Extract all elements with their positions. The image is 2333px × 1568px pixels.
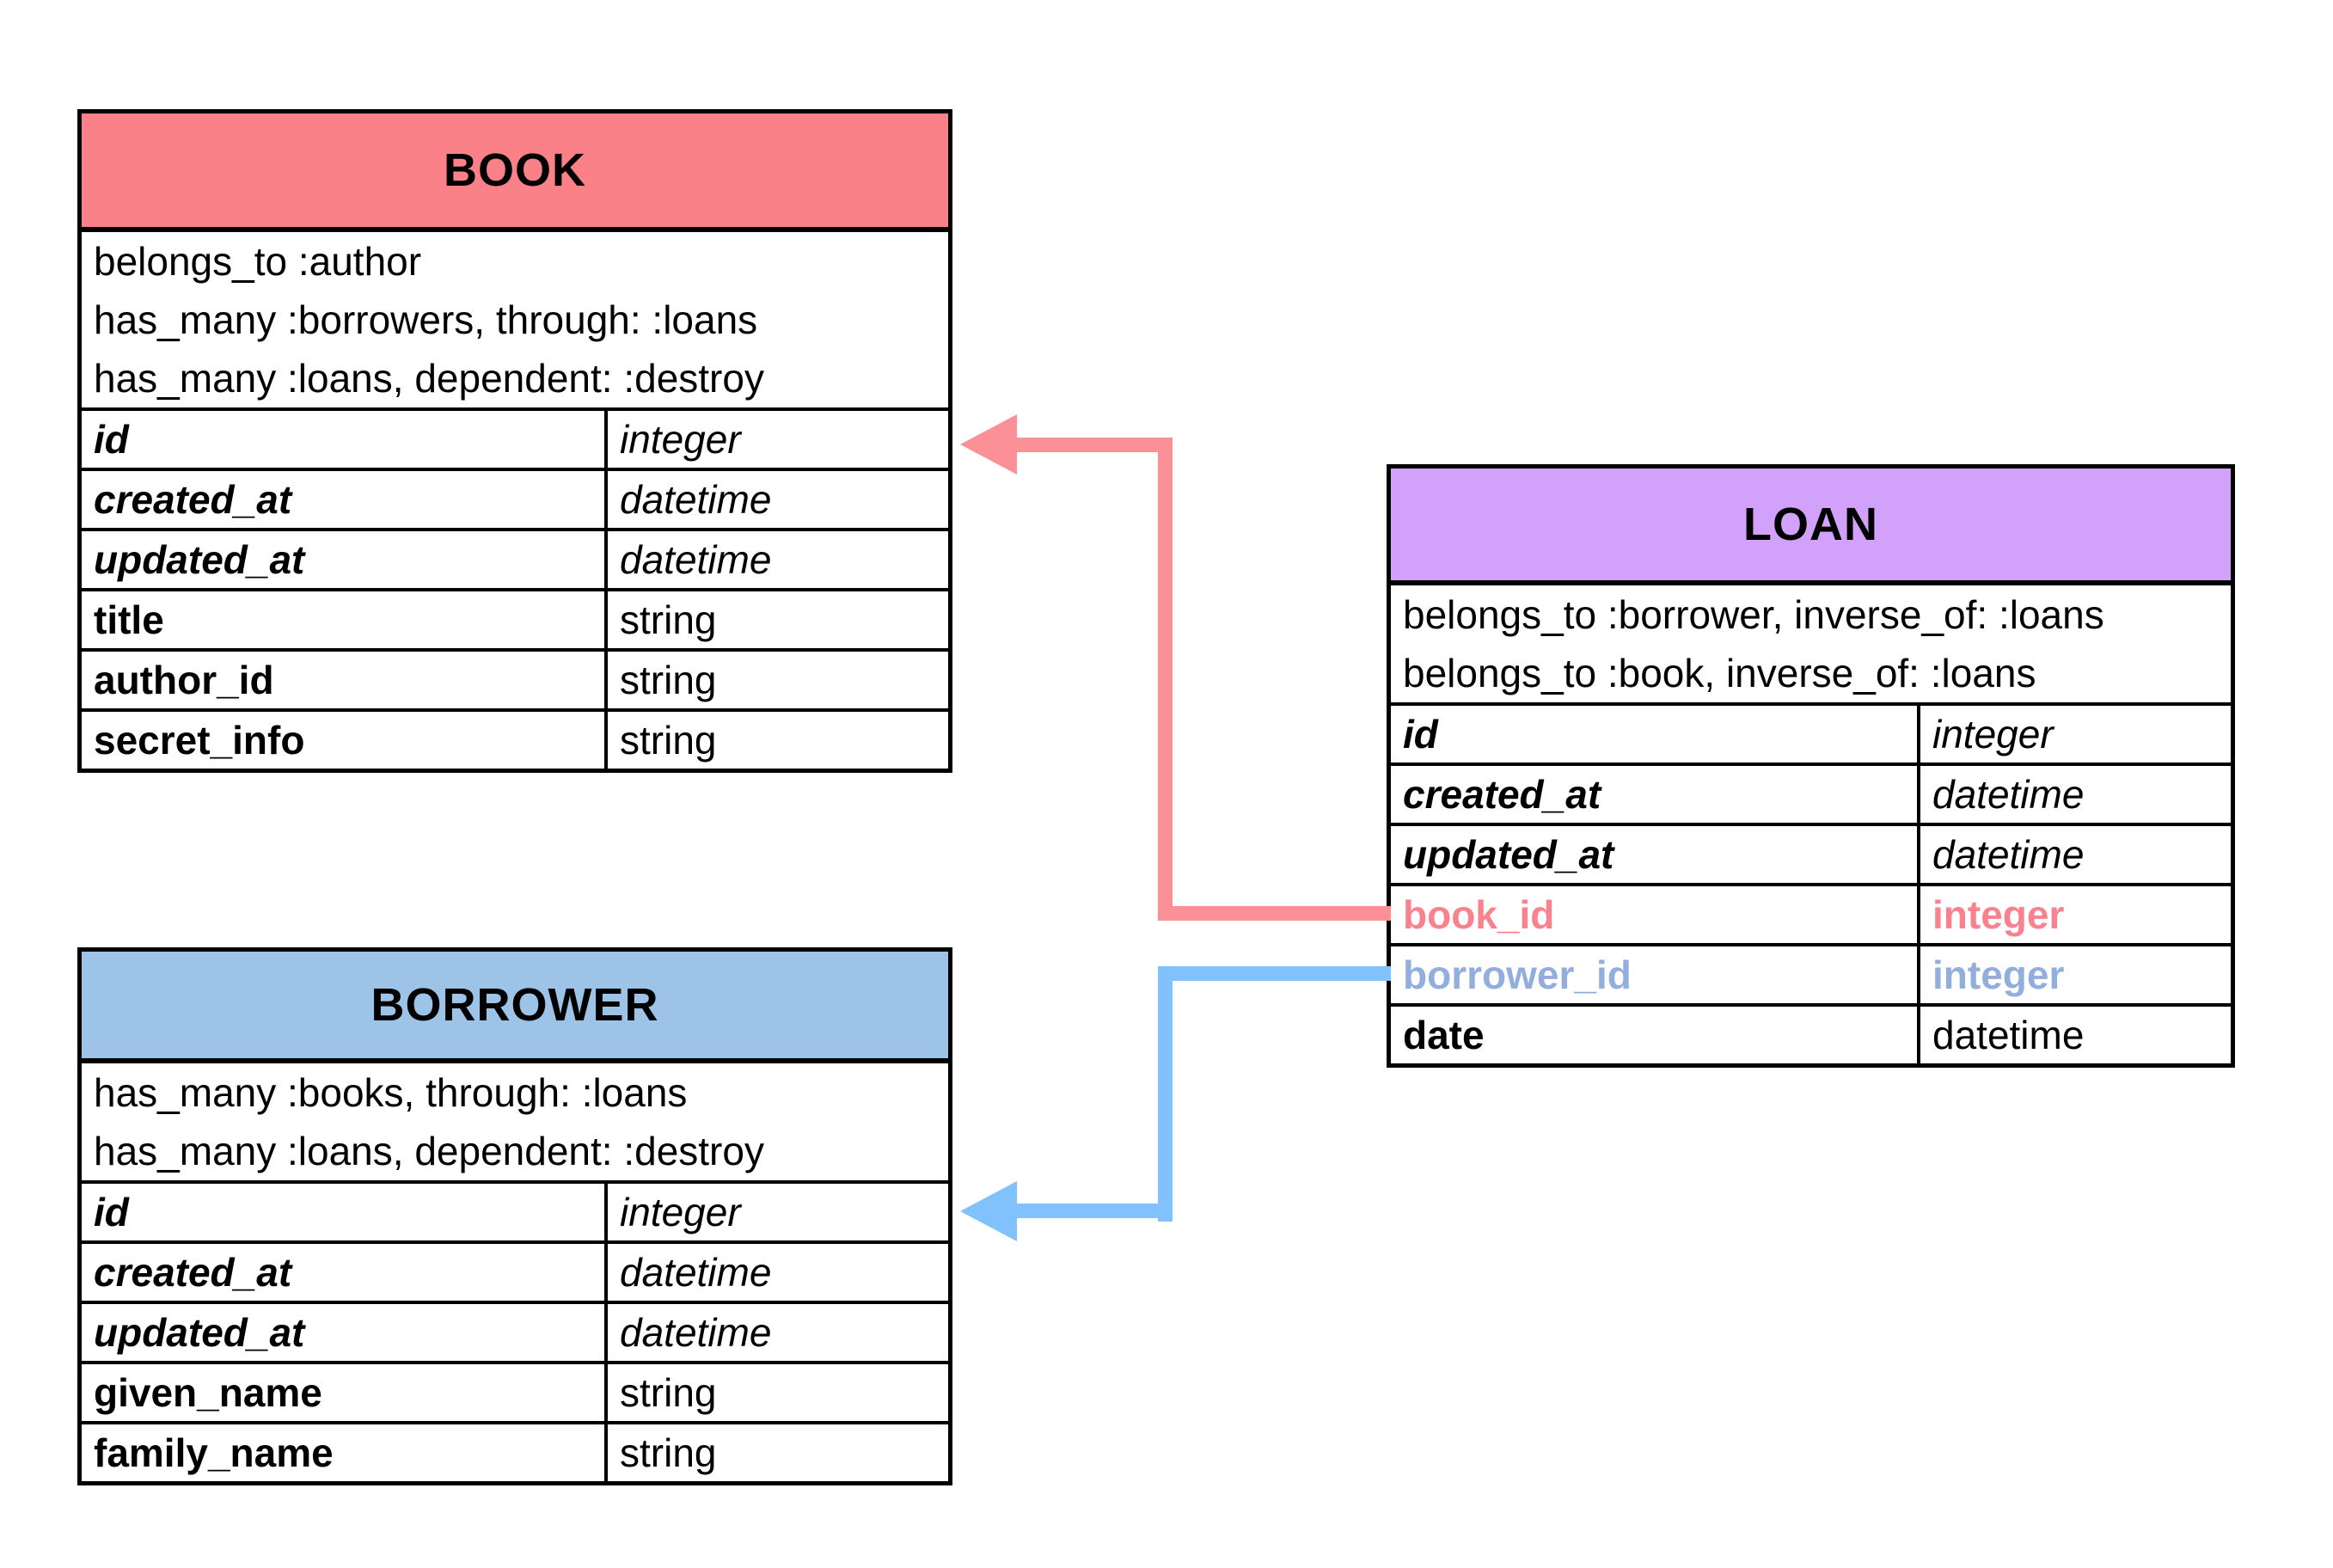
table-loan-title: LOAN [1743,499,1878,550]
table-loan-header: LOAN [1391,469,2231,585]
association-line: belongs_to :book, inverse_of: :loans [1403,651,2036,695]
table-book-title: BOOK [444,144,586,196]
attribute-row-id: id integer [1391,702,2231,763]
table-book-associations: belongs_to :author has_many :borrowers, … [82,232,948,407]
borrower-relation-line-vertical [1158,966,1173,1222]
attribute-name: borrower_id [1403,952,1632,997]
attribute-row-created-at: created_at datetime [1391,763,2231,823]
attribute-name: created_at [1403,772,1601,817]
attribute-type: integer [1917,886,2231,943]
attribute-row-title: title string [82,588,948,648]
attribute-type: string [604,712,948,769]
attribute-row-borrower-id-foreign-key: borrower_id integer [1391,943,2231,1003]
attribute-type: datetime [604,1304,948,1361]
attribute-type: integer [604,1184,948,1240]
attribute-name: date [1403,1013,1485,1057]
attribute-type: string [604,591,948,648]
attribute-name: created_at [94,1250,292,1295]
attribute-row-id: id integer [82,1180,948,1240]
table-borrower-associations: has_many :books, through: :loans has_man… [82,1063,948,1180]
association-line: belongs_to :author [94,239,422,284]
attribute-row-author-id: author_id string [82,648,948,708]
attribute-type: string [604,652,948,708]
attribute-name: id [1403,712,1438,756]
attribute-row-family-name: family_name string [82,1421,948,1481]
attribute-name: author_id [94,658,274,702]
attribute-name: updated_at [94,537,305,582]
table-borrower-header: BORROWER [82,952,948,1063]
attribute-name: updated_at [1403,832,1614,877]
attribute-row-created-at: created_at datetime [82,468,948,528]
association-line: has_many :books, through: :loans [94,1070,688,1115]
book-relation-arrowhead-icon [960,414,1017,475]
attribute-name: updated_at [94,1310,305,1355]
attribute-row-book-id-foreign-key: book_id integer [1391,883,2231,943]
association-line: has_many :loans, dependent: :destroy [94,356,764,401]
table-borrower-title: BORROWER [370,979,659,1031]
attribute-name: book_id [1403,892,1555,937]
attribute-type: datetime [1917,1007,2231,1063]
attribute-name: secret_info [94,718,305,763]
attribute-type: integer [1917,706,2231,763]
attribute-name: id [94,417,129,462]
attribute-name: created_at [94,477,292,522]
attribute-type: string [604,1424,948,1481]
attribute-row-given-name: given_name string [82,1361,948,1421]
attribute-type: string [604,1364,948,1421]
table-borrower: BORROWER has_many :books, through: :loan… [77,947,952,1485]
borrower-relation-line-horizontal-to-borrower [1017,1204,1173,1218]
association-line: has_many :borrowers, through: :loans [94,297,758,342]
attribute-row-updated-at: updated_at datetime [82,528,948,588]
attribute-row-secret-info: secret_info string [82,708,948,769]
attribute-name: given_name [94,1370,322,1415]
attribute-row-created-at: created_at datetime [82,1240,948,1301]
attribute-type: integer [604,411,948,468]
attribute-row-id: id integer [82,407,948,468]
association-line: has_many :loans, dependent: :destroy [94,1129,764,1173]
attribute-name: title [94,597,164,642]
attribute-type: datetime [1917,826,2231,883]
book-relation-line-horizontal-to-book [1017,438,1173,452]
table-loan: LOAN belongs_to :borrower, inverse_of: :… [1387,464,2235,1068]
attribute-type: datetime [604,531,948,588]
borrower-relation-line-horizontal-from-loan [1158,966,1391,981]
table-book: BOOK belongs_to :author has_many :borrow… [77,109,952,773]
attribute-type: datetime [604,471,948,528]
attribute-type: datetime [1917,766,2231,823]
borrower-relation-arrowhead-icon [960,1181,1017,1241]
attribute-row-updated-at: updated_at datetime [1391,823,2231,883]
attribute-row-date: date datetime [1391,1003,2231,1063]
table-loan-associations: belongs_to :borrower, inverse_of: :loans… [1391,585,2231,702]
table-book-header: BOOK [82,113,948,232]
book-relation-line-horizontal-from-loan [1158,906,1391,921]
book-relation-line-vertical [1158,438,1173,921]
attribute-type: datetime [604,1244,948,1301]
attribute-name: id [94,1190,129,1234]
attribute-type: integer [1917,946,2231,1003]
association-line: belongs_to :borrower, inverse_of: :loans [1403,592,2104,637]
attribute-row-updated-at: updated_at datetime [82,1301,948,1361]
attribute-name: family_name [94,1430,334,1475]
